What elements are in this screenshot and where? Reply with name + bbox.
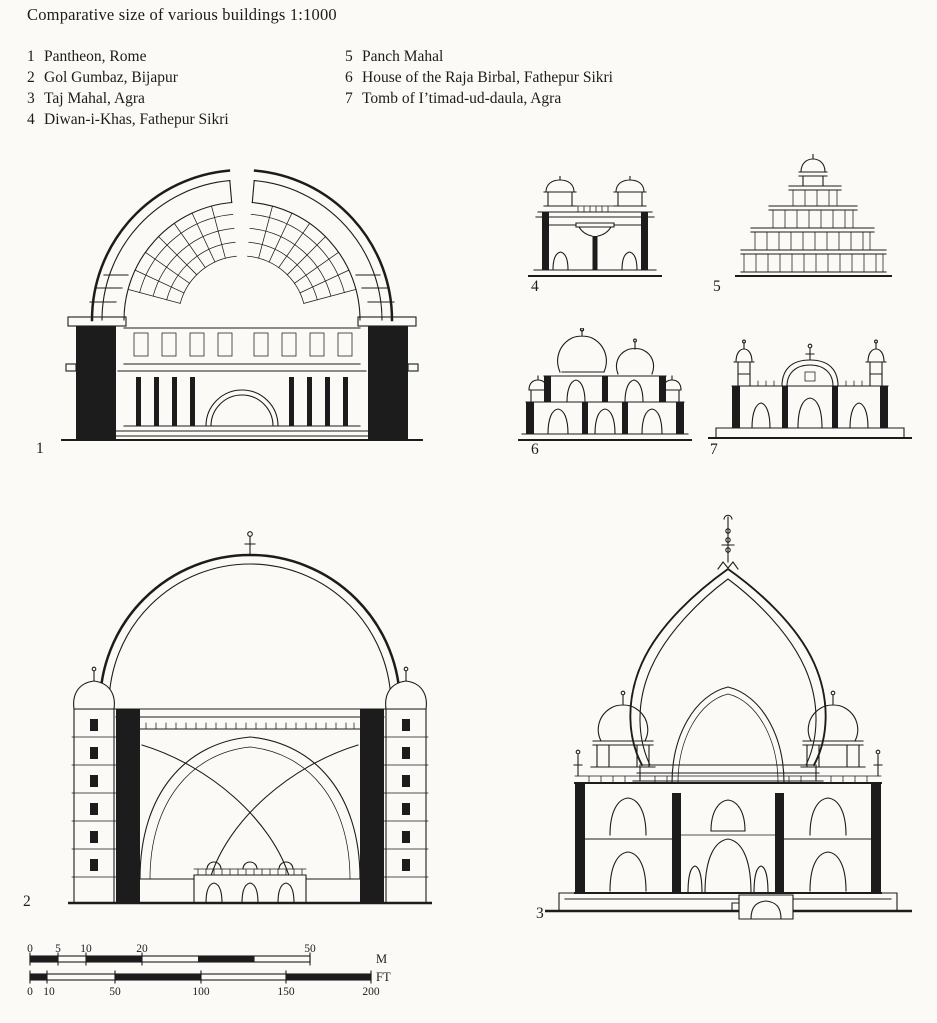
figure-taj-mahal-section-drawing (545, 514, 912, 920)
legend-left-column: 1 Pantheon, Rome 2 Gol Gumbaz, Bijapur 3… (27, 46, 229, 130)
taj-right-chhatri (800, 690, 866, 768)
scale-feet-unit-label: FT (376, 970, 391, 984)
figure-raja-birbal-section-drawing (518, 328, 692, 441)
scale-ft-tick-label: 100 (192, 986, 210, 998)
figure-label-5: 5 (713, 278, 721, 295)
figure-label-2: 2 (23, 893, 31, 910)
scale-bar-drawing: 0 5 10 20 50 M 0 10 50 100 150 200 FT (27, 944, 391, 998)
legend-item: 1 Pantheon, Rome (27, 46, 229, 67)
taj-interior (574, 797, 882, 894)
legend-item: 3 Taj Mahal, Agra (27, 88, 229, 109)
itimad-main-block (731, 380, 889, 429)
gol-gumbaz-interior (139, 722, 361, 880)
legend-item-number: 1 (27, 48, 35, 65)
taj-finial (717, 514, 739, 570)
pantheon-interior (101, 327, 383, 437)
scale-meters-unit-label: M (376, 952, 387, 966)
legend-item: 5 Panch Mahal (345, 46, 613, 67)
legend-item-label: Pantheon, Rome (44, 48, 147, 65)
taj-main-block (573, 749, 883, 893)
itimad-corner-towers (733, 339, 887, 387)
legend-item: 6 House of the Raja Birbal, Fathepur Sik… (345, 67, 613, 88)
page-title: Comparative size of various buildings 1:… (27, 5, 337, 24)
pantheon-dome (89, 169, 395, 322)
taj-crypt (725, 894, 794, 920)
birbal-ground-storey (521, 401, 689, 435)
birbal-domes (528, 328, 682, 403)
gol-gumbaz-right-tower (383, 666, 429, 904)
scale-m-tick-label: 10 (80, 944, 92, 955)
legend-item-label: Taj Mahal, Agra (44, 90, 145, 107)
figure-label-3: 3 (536, 905, 544, 922)
legend-item-number: 3 (27, 90, 35, 107)
legend-item-number: 7 (345, 90, 353, 107)
taj-left-chhatri (590, 690, 656, 768)
itimad-central-pavilion (781, 343, 839, 387)
legend-item-label: Gol Gumbaz, Bijapur (44, 69, 178, 86)
legend-item-number: 5 (345, 48, 353, 65)
legend-item: 2 Gol Gumbaz, Bijapur (27, 67, 229, 88)
figure-label-4: 4 (531, 278, 539, 295)
scale-bar-meters: 0 5 10 20 50 M (27, 944, 387, 966)
scale-ft-tick-label: 200 (362, 986, 380, 998)
scale-bar-feet: 0 10 50 100 150 200 FT (27, 970, 391, 998)
legend-item-label: Panch Mahal (362, 48, 444, 65)
taj-outer-dome (629, 567, 827, 782)
figure-panch-mahal-section-drawing (735, 154, 892, 277)
legend-item: 7 Tomb of I’timad-ud-daula, Agra (345, 88, 613, 109)
taj-inner-dome (671, 686, 785, 784)
legend-item: 4 Diwan-i-Khas, Fathepur Sikri (27, 109, 229, 130)
pantheon-walls (65, 316, 419, 440)
figure-label-7: 7 (710, 441, 718, 458)
legend-item-label: House of the Raja Birbal, Fathepur Sikri (362, 69, 613, 86)
scale-ft-tick-label: 0 (27, 986, 33, 998)
figure-gol-gumbaz-section-drawing (68, 531, 432, 905)
gol-gumbaz-walls (116, 709, 384, 903)
diwan-interior (552, 251, 638, 271)
scale-m-tick-label: 0 (27, 944, 33, 955)
scale-ft-tick-label: 50 (109, 986, 121, 998)
figure-label-6: 6 (531, 441, 539, 458)
gol-gumbaz-left-tower (71, 666, 117, 904)
figure-pantheon-section-drawing (61, 169, 423, 441)
itimad-plinth (715, 427, 905, 439)
legend-item-number: 6 (345, 69, 353, 86)
scale-m-tick-label: 5 (55, 944, 61, 955)
scale-ft-tick-label: 10 (43, 986, 55, 998)
birbal-upper-storey (543, 371, 667, 403)
legend-right-column: 5 Panch Mahal 6 House of the Raja Birbal… (345, 46, 613, 109)
diwan-central-pillar (548, 222, 642, 270)
scale-m-tick-label: 50 (304, 944, 316, 955)
legend-item-label: Diwan-i-Khas, Fathepur Sikri (44, 111, 229, 128)
taj-plinth (558, 892, 898, 912)
scale-m-tick-label: 20 (136, 944, 148, 955)
diwan-chhatris (543, 176, 647, 213)
figure-label-1: 1 (36, 440, 44, 457)
scale-ft-tick-label: 150 (277, 986, 295, 998)
figure-itimad-ud-daula-section-drawing (708, 339, 912, 439)
legend-item-number: 4 (27, 111, 35, 128)
legend-item-label: Tomb of I’timad-ud-daula, Agra (362, 90, 562, 107)
gol-gumbaz-dome (98, 531, 402, 718)
legend-item-number: 2 (27, 69, 35, 86)
panch-mahal-top-chhatri (798, 154, 828, 187)
gol-gumbaz-entrance-pavilion (193, 861, 307, 904)
figure-diwan-i-khas-section-drawing (528, 176, 662, 277)
panch-mahal-tiers (740, 185, 887, 273)
